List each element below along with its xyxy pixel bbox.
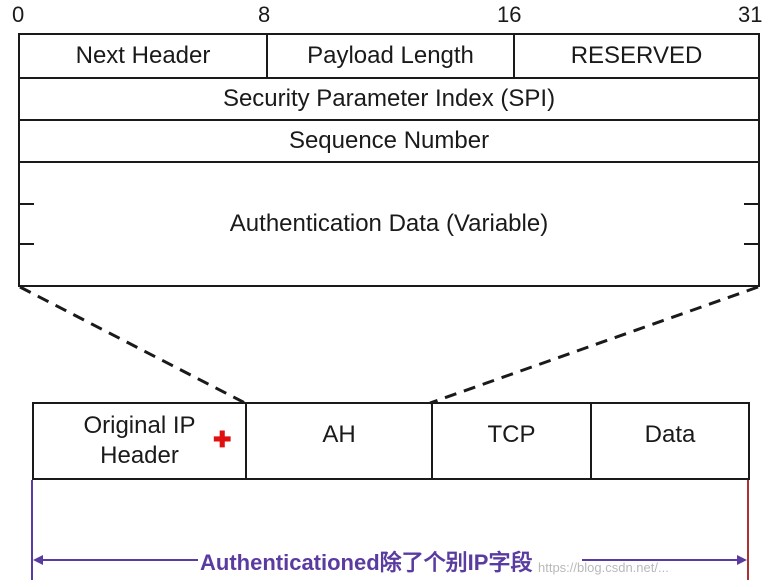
spi-field: Security Parameter Index (SPI) <box>222 85 556 112</box>
expansion-dashed-line-left <box>19 285 246 405</box>
bit-label-16: 16 <box>497 2 522 27</box>
column-divider <box>513 35 515 77</box>
tcp-segment: TCP <box>487 421 536 448</box>
ah-header-table: Next Header Payload Length RESERVED Secu… <box>18 33 760 287</box>
tick-mark <box>744 203 758 205</box>
reserved-field: RESERVED <box>570 42 703 69</box>
data-segment: Data <box>644 421 696 448</box>
column-divider <box>266 35 268 77</box>
watermark: https://blog.csdn.net/... <box>538 560 669 575</box>
authentication-data-field: Authentication Data (Variable) <box>229 210 549 237</box>
ah-segment: AH <box>322 421 356 448</box>
packet-divider <box>431 404 433 478</box>
payload-length-field: Payload Length <box>307 42 474 69</box>
arrow-left-icon <box>33 555 43 565</box>
bit-label-31: 31 <box>738 2 763 27</box>
row-divider <box>20 77 758 79</box>
tick-mark <box>20 203 34 205</box>
bit-label-0: 0 <box>12 2 25 27</box>
original-ip-header-line1: Original IP <box>83 412 196 439</box>
row-divider <box>20 161 758 163</box>
tick-mark <box>20 243 34 245</box>
tick-mark <box>744 243 758 245</box>
original-ip-header-segment: Original IP Header <box>34 404 245 478</box>
packet-diagram: Original IP Header AH TCP Data <box>32 402 750 480</box>
packet-divider <box>245 404 247 478</box>
red-plus-marker-icon: ✚ <box>213 427 232 452</box>
bit-label-8: 8 <box>258 2 271 27</box>
packet-divider <box>590 404 592 478</box>
arrow-right-icon <box>737 555 747 565</box>
row-divider <box>20 119 758 121</box>
expansion-dashed-line-right <box>429 285 759 405</box>
next-header-field: Next Header <box>75 42 211 69</box>
authenticated-range-label: Authenticationed除了个别IP字段 <box>200 550 533 575</box>
sequence-number-field: Sequence Number <box>288 127 490 154</box>
original-ip-header-line2: Header <box>100 442 179 469</box>
